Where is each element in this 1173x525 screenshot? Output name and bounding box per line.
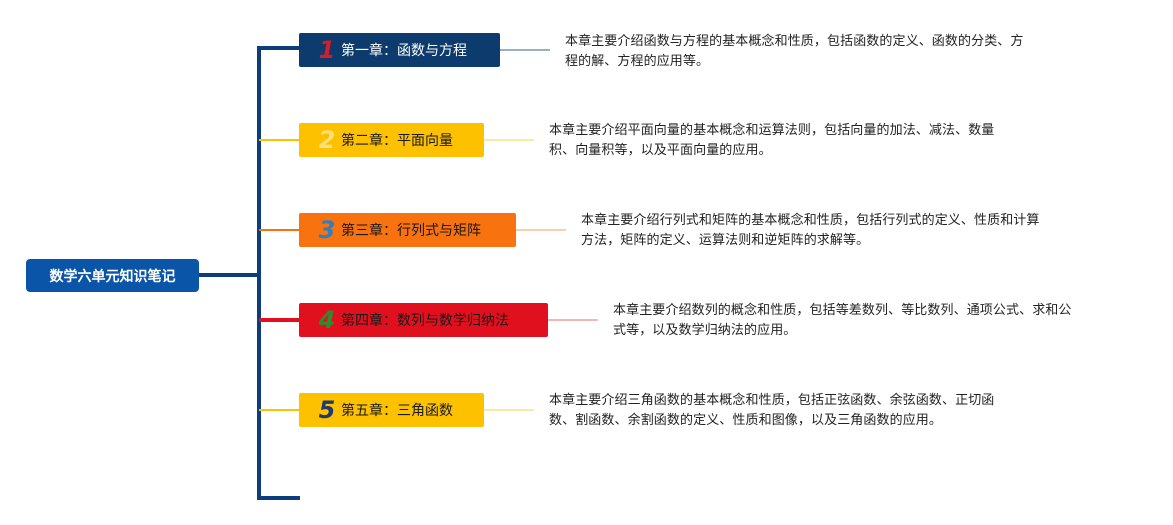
chapter-description-1: 本章主要介绍函数与方程的基本概念和性质，包括函数的定义、函数的分类、方 程的解、… [565, 32, 1024, 72]
chapter-title-3: 第三章：行列式与矩阵 [341, 223, 481, 239]
chapter-number-2: 2 [318, 126, 336, 154]
root-node-label: 数学六单元知识笔记 [49, 268, 176, 285]
description-line: 本章主要介绍数列的概念和性质，包括等差数列、等比数列、通项公式、求和公 [613, 303, 1072, 318]
chapter-node-2[interactable]: 2 第二章：平面向量 [299, 123, 484, 157]
chapter-description-2: 本章主要介绍平面向量的基本概念和运算法则，包括向量的加法、减法、数量 积、向量积… [549, 121, 994, 161]
chapter-title-1: 第一章：函数与方程 [341, 43, 467, 59]
root-node[interactable]: 数学六单元知识笔记 [26, 259, 199, 292]
chapter-number-1: 1 [318, 36, 336, 64]
chapter-node-4[interactable]: 4 第四章：数列与数学归纳法 [299, 303, 548, 337]
chapter-title-5: 第五章：三角函数 [341, 403, 453, 419]
chapter-number-3: 3 [318, 216, 336, 244]
description-line: 本章主要介绍函数与方程的基本概念和性质，包括函数的定义、函数的分类、方 [565, 34, 1024, 49]
chapter-description-3: 本章主要介绍行列式和矩阵的基本概念和性质，包括行列式的定义、性质和计算 方法，矩… [581, 211, 1040, 251]
description-line: 数、割函数、余割函数的定义、性质和图像，以及三角函数的应用。 [549, 413, 943, 428]
chapter-number-4: 4 [318, 306, 336, 334]
description-line: 本章主要介绍平面向量的基本概念和运算法则，包括向量的加法、减法、数量 [549, 123, 995, 138]
description-line: 程的解、方程的应用等。 [565, 54, 710, 69]
description-line: 本章主要介绍三角函数的基本概念和性质，包括正弦函数、余弦函数、正切函 [549, 393, 995, 408]
description-line: 方法，矩阵的定义、运算法则和逆矩阵的求解等。 [581, 233, 870, 248]
chapter-title-4: 第四章：数列与数学归纳法 [341, 313, 509, 329]
chapter-node-1[interactable]: 1 第一章：函数与方程 [299, 33, 500, 67]
description-line: 本章主要介绍行列式和矩阵的基本概念和性质，包括行列式的定义、性质和计算 [581, 213, 1040, 228]
chapter-node-3[interactable]: 3 第三章：行列式与矩阵 [299, 213, 516, 247]
description-line: 式等，以及数学归纳法的应用。 [613, 323, 797, 338]
chapter-node-5[interactable]: 5 第五章：三角函数 [299, 393, 484, 427]
chapter-title-2: 第二章：平面向量 [341, 133, 453, 149]
description-line: 积、向量积等，以及平面向量的应用。 [549, 143, 772, 158]
chapter-description-4: 本章主要介绍数列的概念和性质，包括等差数列、等比数列、通项公式、求和公 式等，以… [613, 301, 1072, 341]
chapter-description-5: 本章主要介绍三角函数的基本概念和性质，包括正弦函数、余弦函数、正切函 数、割函数… [549, 391, 994, 431]
chapter-number-5: 5 [318, 396, 336, 424]
